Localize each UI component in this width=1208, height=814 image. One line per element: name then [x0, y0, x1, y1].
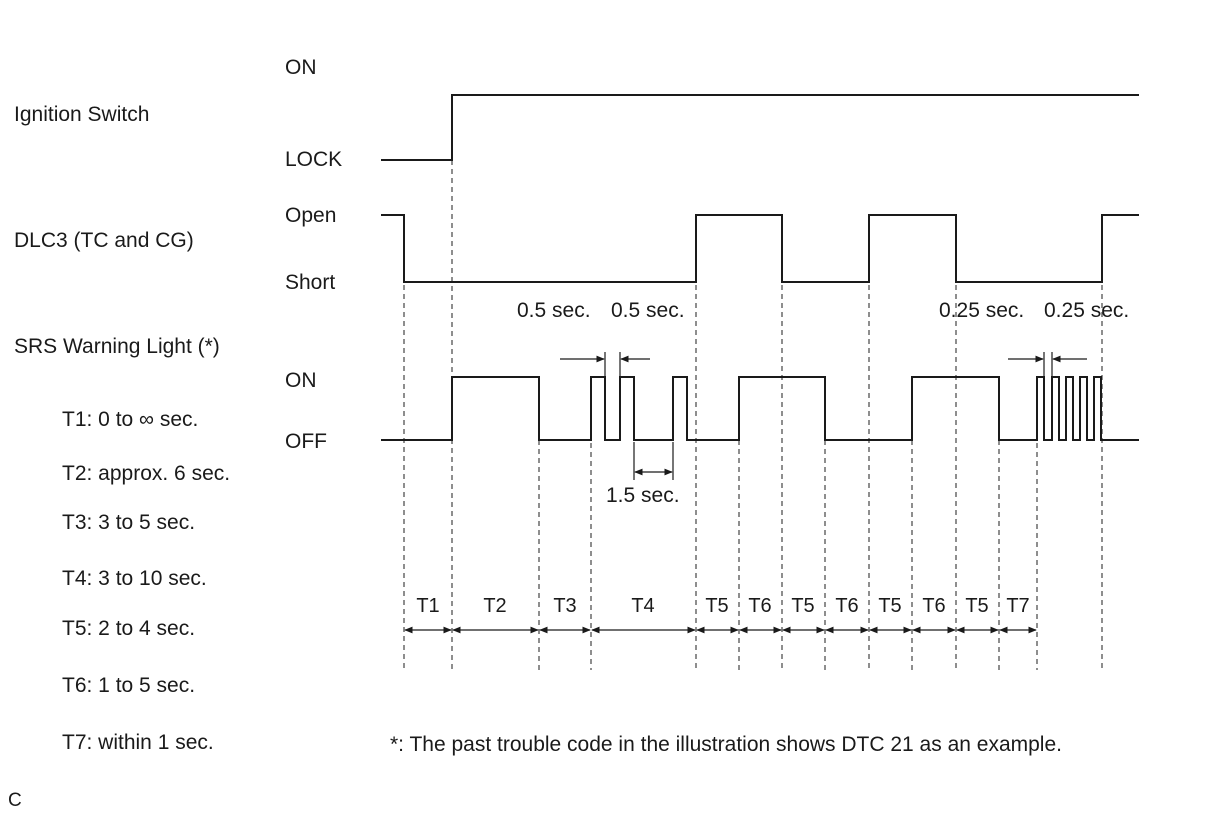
srs-warning-light-label: SRS Warning Light (*)	[14, 335, 220, 358]
interval-label: T7	[1006, 595, 1029, 617]
ignition-on-label: ON	[285, 56, 317, 79]
legend-t2: T2: approx. 6 sec.	[62, 462, 231, 485]
dlc3-open-label: Open	[285, 204, 337, 227]
annotation-half-sec-b: 0.5 sec.	[611, 299, 685, 322]
reference-lines	[403, 160, 1103, 670]
ignition-switch-label: Ignition Switch	[14, 103, 150, 126]
interval-label: T6	[748, 595, 771, 617]
legend-t6: T6: 1 to 5 sec.	[62, 674, 196, 697]
legend-t7: T7: within 1 sec.	[62, 731, 214, 754]
interval-label: T3	[553, 595, 576, 617]
interval-label: T1	[416, 595, 439, 617]
ignition-waveform	[381, 94, 1139, 161]
pulse-width-marks	[560, 352, 1087, 480]
srs-waveform	[381, 376, 1139, 441]
dlc3-short-label: Short	[285, 271, 336, 294]
interval-label: T5	[705, 595, 728, 617]
annotation-pause: 1.5 sec.	[606, 484, 680, 507]
interval-label: T4	[631, 595, 654, 617]
ignition-lock-label: LOCK	[285, 148, 343, 171]
legend-t3: T3: 3 to 5 sec.	[62, 511, 196, 534]
footnote: *: The past trouble code in the illustra…	[390, 733, 1062, 756]
interval-label: T5	[965, 595, 988, 617]
dlc3-label: DLC3 (TC and CG)	[14, 229, 194, 252]
interval-label: T6	[835, 595, 858, 617]
legend-t5: T5: 2 to 4 sec.	[62, 617, 196, 640]
legend-t4: T4: 3 to 10 sec.	[62, 567, 207, 590]
interval-label: T6	[922, 595, 945, 617]
interval-label: T5	[878, 595, 901, 617]
dlc3-waveform	[381, 214, 1139, 283]
interval-label: T2	[483, 595, 506, 617]
interval-label: T5	[791, 595, 814, 617]
interval-labels: T1 T2 T3 T4 T5 T6 T5 T6 T5 T6 T5 T7	[416, 595, 1029, 617]
annotation-half-sec-a: 0.5 sec.	[517, 299, 591, 322]
annotation-quarter-sec-a: 0.25 sec.	[939, 299, 1025, 322]
corner-mark: C	[8, 790, 22, 811]
srs-off-label: OFF	[285, 430, 327, 453]
srs-on-label: ON	[285, 369, 317, 392]
legend-t1: T1: 0 to ∞ sec.	[62, 408, 199, 431]
annotation-quarter-sec-b: 0.25 sec.	[1044, 299, 1130, 322]
